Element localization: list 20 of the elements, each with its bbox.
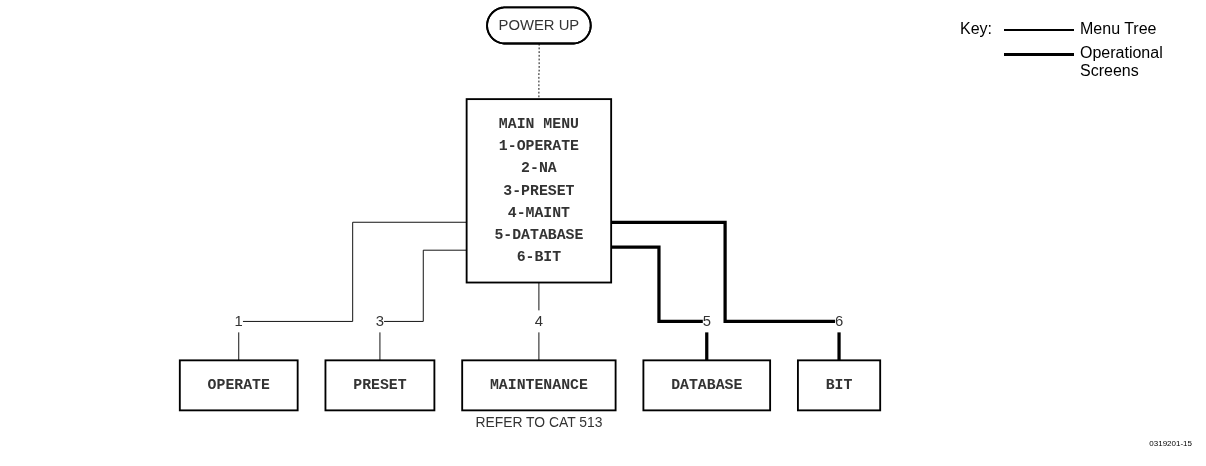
edge-label: 1 <box>234 313 243 329</box>
node-box: DATABASE <box>642 359 772 412</box>
node-box: MAINTENANCE <box>461 359 617 412</box>
edge-label: 3 <box>375 313 385 329</box>
node-box: OPERATE <box>178 359 299 412</box>
node-box: PRESET <box>324 359 436 412</box>
connector <box>538 282 540 361</box>
connector <box>611 220 841 362</box>
figure-number: 0319201-15 <box>1149 439 1192 448</box>
edge-label: 4 <box>534 313 544 329</box>
key-heading: Key: <box>960 20 993 38</box>
node-box: BIT <box>797 359 882 412</box>
legend-label: Menu Tree <box>1080 20 1158 38</box>
edge-label: 5 <box>702 313 711 329</box>
node-box: MAIN MENU 1-OPERATE 2-NA 3-PRESET 4-MAINT 5-DATABASE 6-BIT <box>465 98 613 284</box>
edge-label: 6 <box>834 313 844 329</box>
legend-label: Operational Screens <box>1080 44 1164 80</box>
node-note: REFER TO CAT 513 <box>475 414 603 431</box>
connector <box>611 245 709 362</box>
connector <box>538 43 540 100</box>
